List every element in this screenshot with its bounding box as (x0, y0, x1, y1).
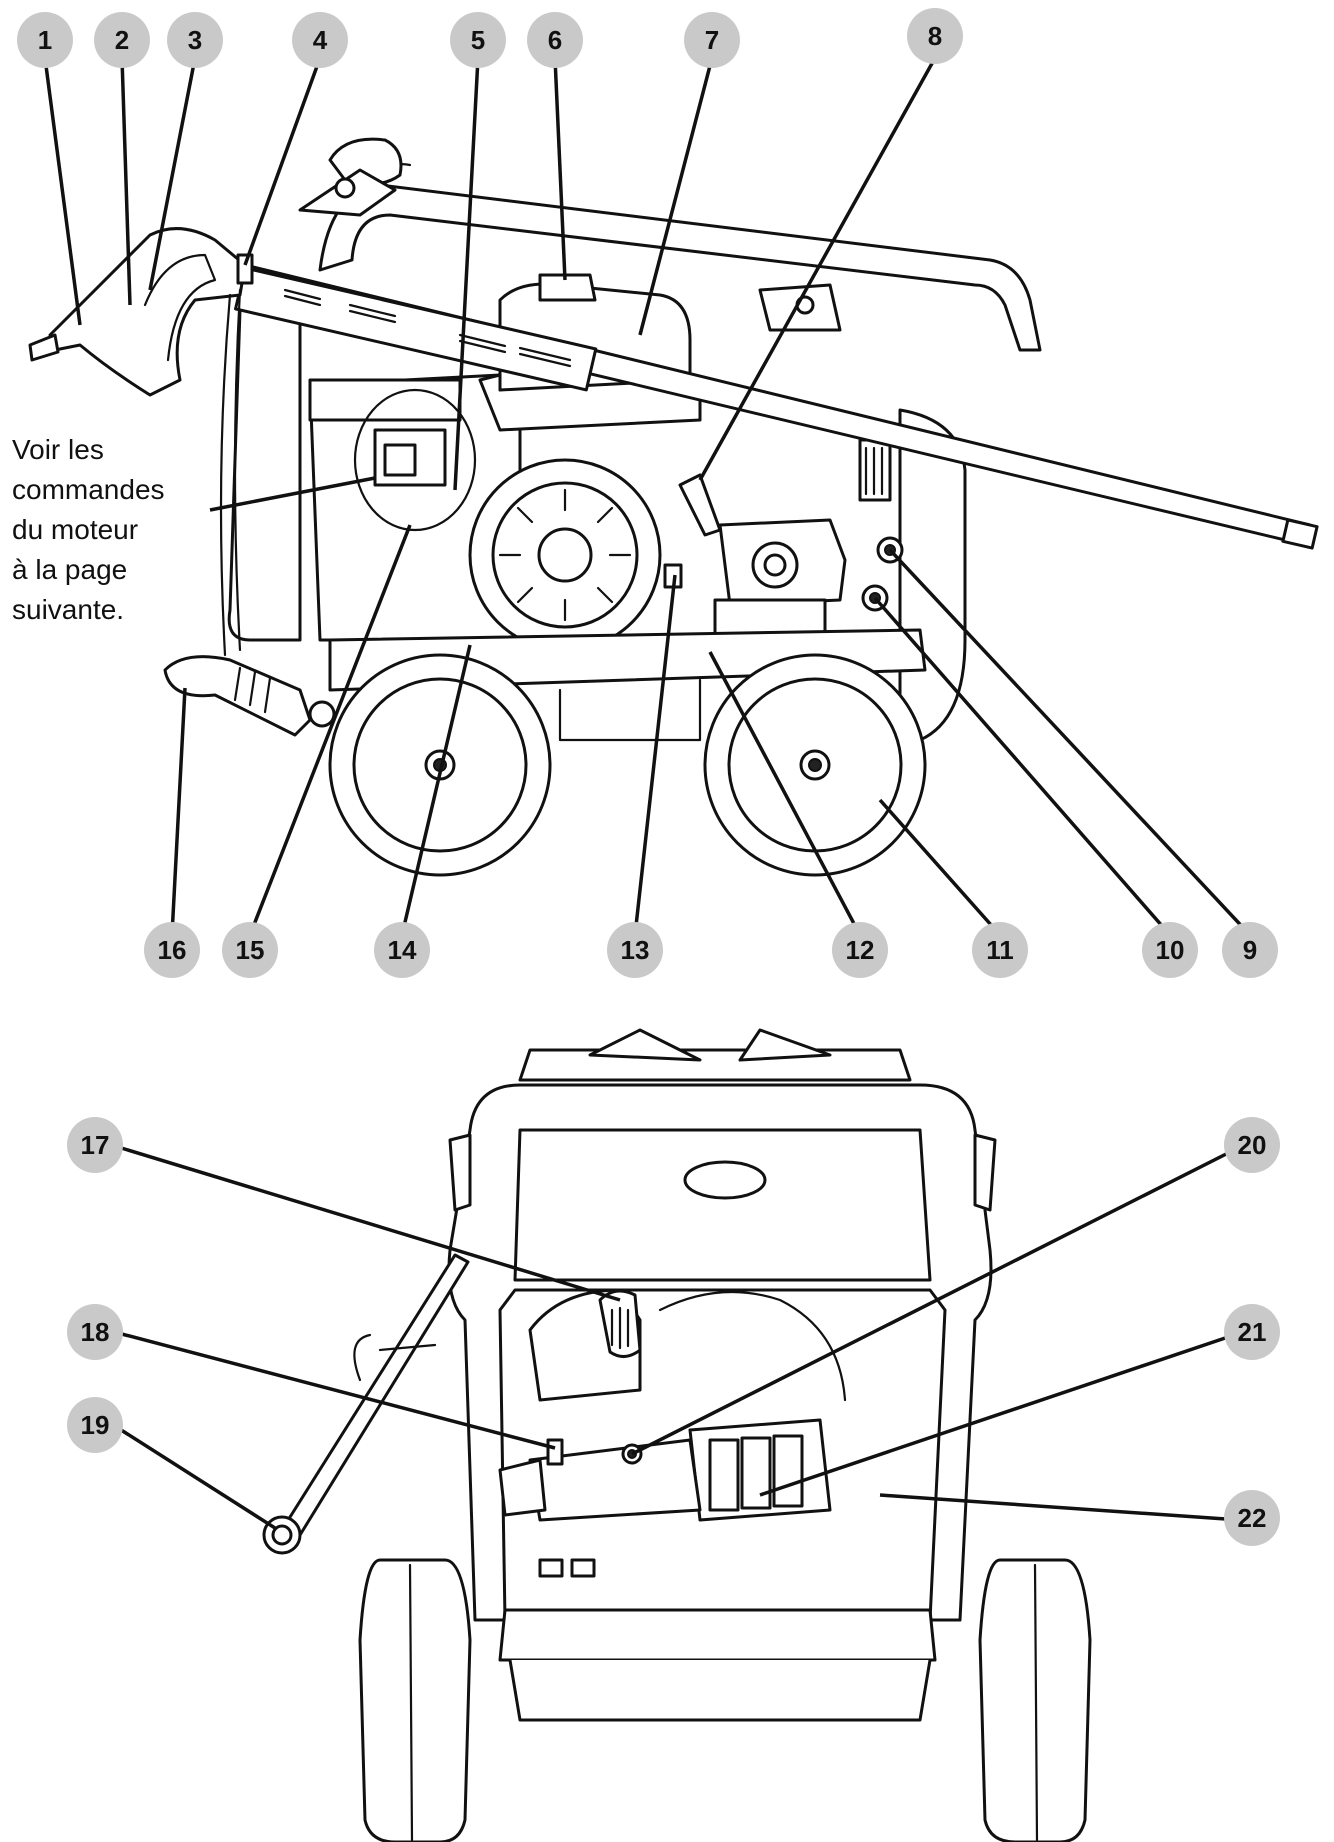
callout-20: 20 (1224, 1117, 1280, 1173)
top-leader-lines (43, 57, 1252, 937)
callout-badge (292, 12, 348, 68)
callout-17: 17 (67, 1117, 123, 1173)
callout-number: 12 (846, 935, 875, 965)
callout-3: 3 (167, 12, 223, 68)
callout-number: 14 (388, 935, 417, 965)
callout-number: 15 (236, 935, 265, 965)
callout-badge (450, 12, 506, 68)
callout-12: 12 (832, 922, 888, 978)
callout-number: 10 (1156, 935, 1185, 965)
callout-9: 9 (1222, 922, 1278, 978)
callout-5: 5 (450, 12, 506, 68)
callout-badge (17, 12, 73, 68)
callout-badge (167, 12, 223, 68)
callout-number: 4 (313, 25, 328, 55)
callout-badge (1222, 922, 1278, 978)
note-line: Voir les (12, 434, 104, 465)
callout-badge (527, 12, 583, 68)
callout-badge (1142, 922, 1198, 978)
callout-number: 7 (705, 25, 719, 55)
callout-badge (1224, 1304, 1280, 1360)
callout-badge (144, 922, 200, 978)
callout-14: 14 (374, 922, 430, 978)
callout-badge (1224, 1490, 1280, 1546)
note-line: commandes (12, 474, 165, 505)
callout-number: 1 (38, 25, 52, 55)
callout-number: 19 (81, 1410, 110, 1440)
callout-15: 15 (222, 922, 278, 978)
rear-view-illustration (262, 1028, 1092, 1842)
engine-controls-note: Voir les commandes du moteur à la page s… (12, 430, 222, 630)
callout-10: 10 (1142, 922, 1198, 978)
callout-13: 13 (607, 922, 663, 978)
callout-8: 8 (907, 8, 963, 64)
bottom-leader-lines (117, 1145, 1241, 1530)
callout-6: 6 (527, 12, 583, 68)
callout-badge (67, 1117, 123, 1173)
callout-4: 4 (292, 12, 348, 68)
callout-number: 21 (1238, 1317, 1267, 1347)
callout-number: 20 (1238, 1130, 1267, 1160)
callout-badge (832, 922, 888, 978)
note-line: du moteur (12, 514, 139, 545)
callout-badge (374, 922, 430, 978)
callout-number: 5 (471, 25, 485, 55)
callout-badge (607, 922, 663, 978)
callout-19: 19 (67, 1397, 123, 1453)
callout-number: 11 (986, 935, 1014, 965)
callout-22: 22 (1224, 1490, 1280, 1546)
callout-number: 6 (548, 25, 562, 55)
callout-badge (972, 922, 1028, 978)
callout-number: 8 (928, 21, 942, 51)
callout-badge (94, 12, 150, 68)
callout-number: 16 (158, 935, 187, 965)
callout-1: 1 (17, 12, 73, 68)
callout-16: 16 (144, 922, 200, 978)
callout-number: 3 (188, 25, 202, 55)
callout-number: 2 (115, 25, 129, 55)
note-line: suivante. (12, 594, 125, 625)
callout-18: 18 (67, 1304, 123, 1360)
callout-7: 7 (684, 12, 740, 68)
callout-2: 2 (94, 12, 150, 68)
callout-number: 22 (1238, 1503, 1267, 1533)
callout-number: 17 (81, 1130, 110, 1160)
callout-11: 11 (972, 922, 1028, 978)
callout-badge (67, 1397, 123, 1453)
callout-badge (1224, 1117, 1280, 1173)
callout-badge (67, 1304, 123, 1360)
side-view-illustration (28, 137, 1319, 877)
callout-number: 13 (621, 935, 650, 965)
callout-21: 21 (1224, 1304, 1280, 1360)
note-line: à la page (12, 554, 128, 585)
callout-badge (907, 8, 963, 64)
callout-number: 9 (1243, 935, 1257, 965)
callout-number: 18 (81, 1317, 110, 1347)
callout-badge (222, 922, 278, 978)
callout-badge (684, 12, 740, 68)
